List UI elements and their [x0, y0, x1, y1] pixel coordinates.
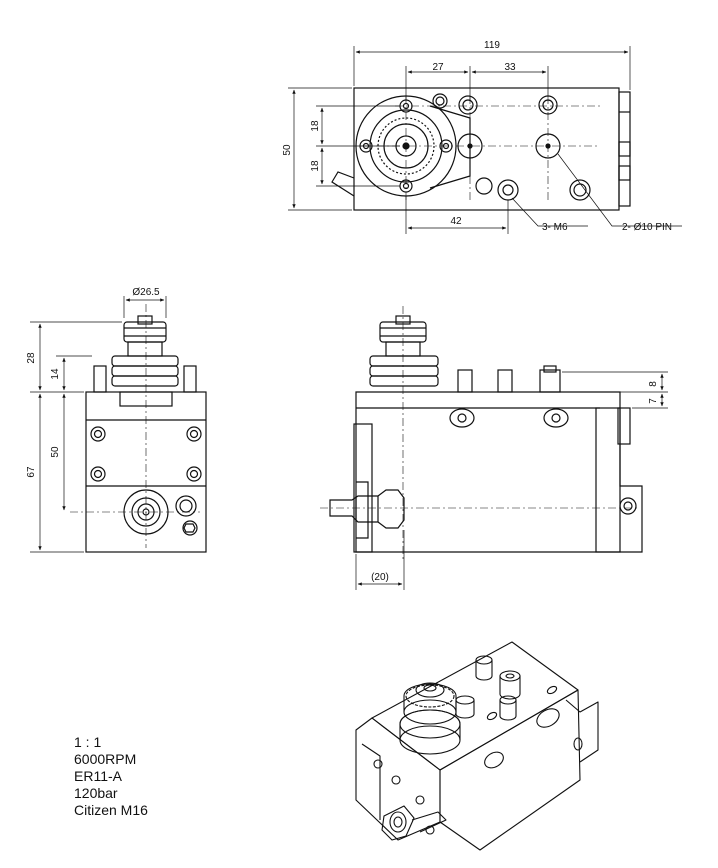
- m6-hole: [497, 179, 519, 201]
- front-gear: [123, 321, 167, 343]
- dim-pin-base: 7: [648, 398, 659, 404]
- side-view: [329, 315, 643, 553]
- iso-gear: [405, 684, 455, 708]
- dim-height-pin: 14: [50, 368, 61, 380]
- dim-half-upper: 18: [310, 120, 321, 132]
- iso-top-face: [371, 641, 579, 771]
- dim-nozzle-offset: (20): [371, 572, 389, 583]
- dim-overall-width: 119: [484, 40, 500, 51]
- isometric-view: [355, 641, 599, 851]
- front-pin: [93, 365, 107, 393]
- dim-half-lower: 18: [310, 160, 321, 172]
- spec-collet: ER11-A: [74, 768, 122, 784]
- dim-bottom-offset: 42: [450, 216, 462, 227]
- side-nozzle: [329, 489, 405, 529]
- side-body: [355, 391, 643, 553]
- dim-offset-b: 33: [504, 62, 516, 73]
- dim-height-body: 50: [50, 446, 61, 458]
- front-view-dimensions: Ø26.5 28 14 50 67: [26, 287, 160, 478]
- dim-height-total: 67: [26, 466, 37, 478]
- spec-pressure: 120bar: [74, 785, 118, 801]
- dim-offset-a: 27: [432, 62, 444, 73]
- spec-speed: 6000RPM: [74, 751, 137, 767]
- gear-teeth: [377, 117, 435, 175]
- spec-block: 1 : 1 6000RPM ER11-A 120bar Citizen M16: [74, 734, 148, 819]
- m6-hole: [432, 93, 448, 109]
- dim-gear-diameter: Ø26.5: [132, 287, 160, 298]
- pin-hole: [569, 179, 591, 201]
- top-view-side-plate: [618, 91, 631, 207]
- iso-left-face: [355, 717, 441, 841]
- dim-pin-height: 8: [648, 381, 659, 387]
- top-view-tab: [331, 171, 355, 197]
- callout-thread: 3- M6: [542, 222, 568, 233]
- side-view-dimensions: 8 7 (20): [371, 381, 659, 583]
- dim-height-top: 28: [26, 352, 37, 364]
- top-view-dimensions: 119 27 33 50 18 18 42 3- M6 2- Ø10 PIN: [282, 40, 672, 233]
- callout-pin: 2- Ø10 PIN: [622, 222, 672, 233]
- dim-height: 50: [282, 144, 293, 156]
- front-pin: [183, 365, 197, 393]
- m6-hole: [458, 95, 478, 115]
- spec-machine: Citizen M16: [74, 802, 148, 818]
- spec-scale: 1 : 1: [74, 734, 102, 750]
